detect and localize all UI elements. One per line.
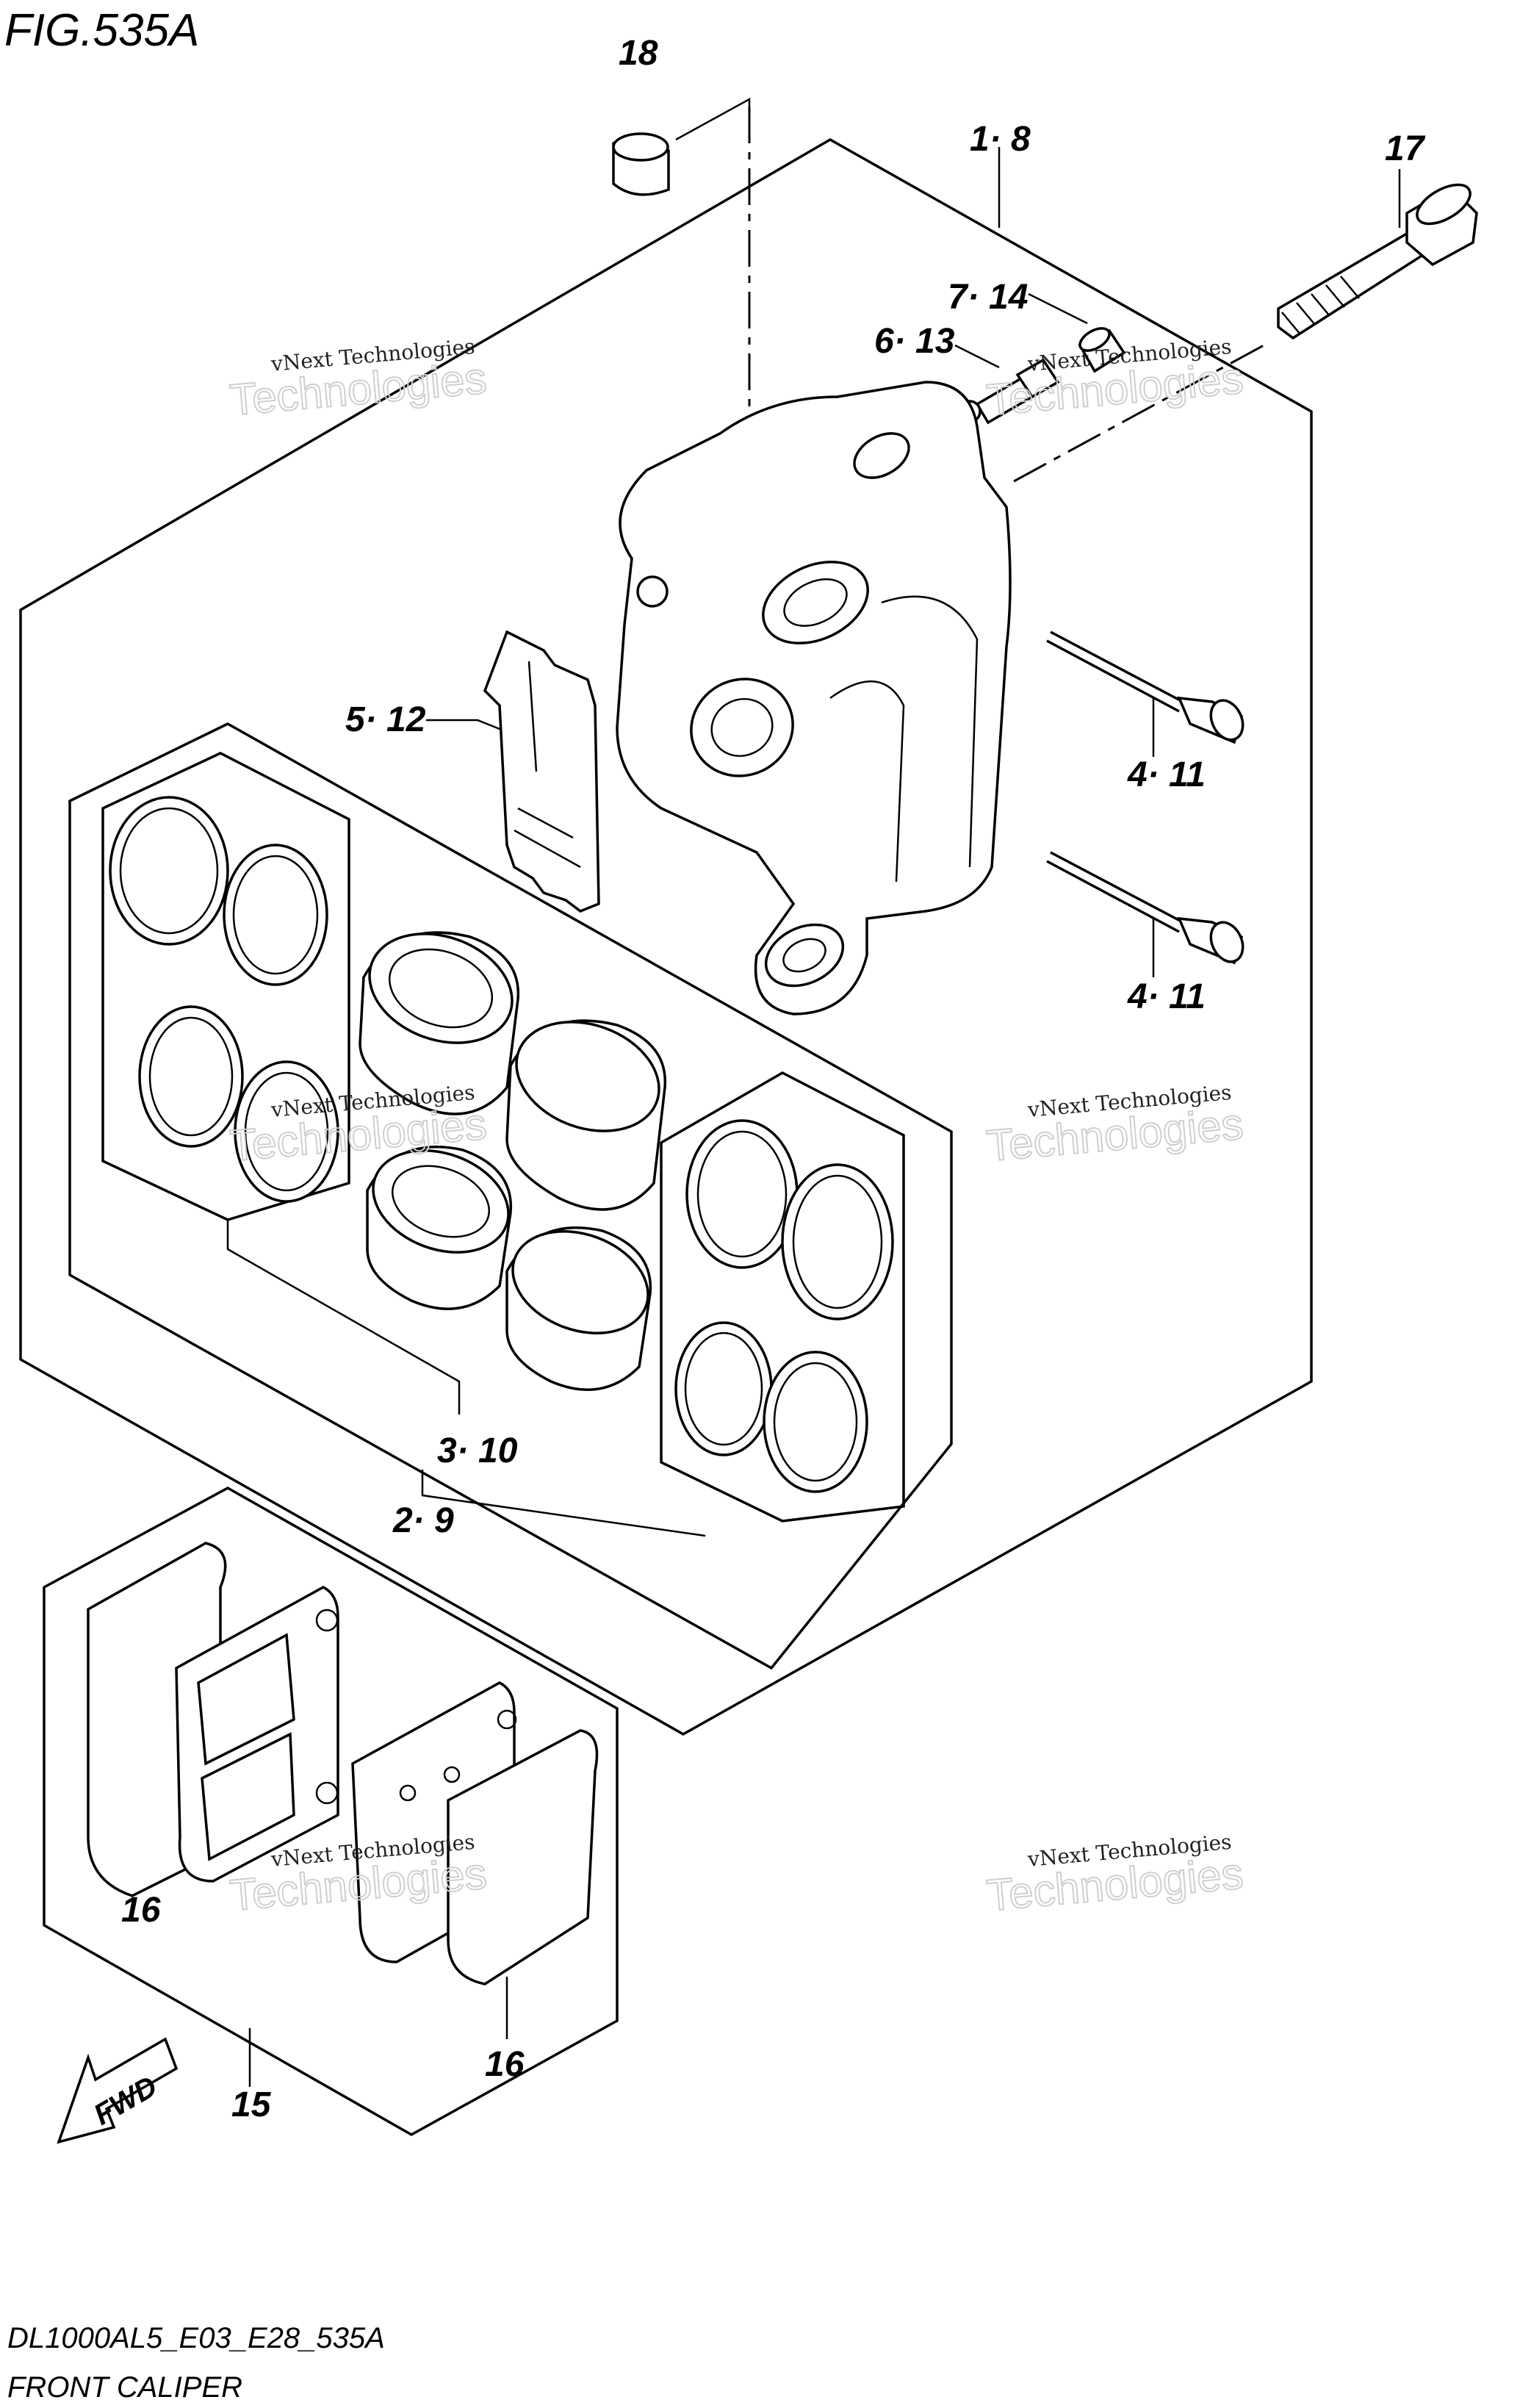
- caliper-body-part: [616, 381, 1012, 1016]
- seal-group-left-frame: [101, 752, 350, 1221]
- pad-pin-upper-part: [1046, 630, 1245, 744]
- seal-group-right-frame: [660, 1071, 905, 1523]
- model-code: DL1000AL5_E03_E28_535A: [7, 2322, 385, 2354]
- callout-17: 17: [1385, 129, 1426, 168]
- callout-4-11-lower: 4· 11: [1127, 977, 1206, 1016]
- watermark-4: vNext Technologies Technologies: [984, 1080, 1246, 1171]
- bleeder-valve-cap-part: [1078, 327, 1126, 373]
- leader-3-10: [226, 1220, 461, 1415]
- pistons-group: [359, 931, 667, 1391]
- figure-subtitle: FRONT CALIPER: [7, 2371, 242, 2404]
- svg-text:Technologies: Technologies: [984, 1099, 1245, 1171]
- piston-kit-frame: [68, 722, 953, 1670]
- callout-5-12: 5· 12: [345, 700, 426, 739]
- seals-left-group: [109, 796, 339, 1203]
- callout-6-13: 6· 13: [874, 322, 955, 361]
- pad-pin-lower-part: [1046, 851, 1245, 965]
- callout-16-left: 16: [121, 1891, 161, 1930]
- callout-16-right: 16: [485, 2045, 525, 2084]
- callout-2-9: 2· 9: [392, 1501, 454, 1540]
- centerline-17: [1013, 344, 1264, 483]
- pad-set-frame: [43, 1487, 619, 2137]
- watermark-1: vNext Technologies Technologies: [227, 334, 489, 425]
- svg-text:Technologies: Technologies: [984, 353, 1245, 425]
- leader-2-9: [421, 1470, 706, 1537]
- leader-7-14: [1028, 292, 1088, 325]
- watermark-2: vNext Technologies Technologies: [984, 334, 1246, 425]
- callout-1-8: 1· 8: [970, 120, 1031, 159]
- svg-text:Technologies: Technologies: [984, 1849, 1245, 1920]
- callout-3-10: 3· 10: [437, 1431, 518, 1470]
- callout-7-14: 7· 14: [948, 278, 1028, 317]
- leader-18: [675, 97, 751, 141]
- pad-spring-part: [483, 630, 600, 913]
- callout-15: 15: [231, 2085, 272, 2124]
- pad-right-part: [351, 1681, 599, 1985]
- leader-6-13: [954, 344, 1000, 369]
- figure-title: FIG.535A: [4, 5, 199, 56]
- caliper-assembly-frame: [19, 137, 1313, 1736]
- pad-left-part: [87, 1542, 339, 1897]
- forward-arrow: FWD: [57, 2037, 179, 2144]
- caliper-bolt-part: [1277, 183, 1478, 340]
- bleeder-cap-part: [612, 132, 670, 196]
- callout-18: 18: [619, 34, 658, 73]
- watermark-6: vNext Technologies Technologies: [984, 1830, 1246, 1921]
- callout-4-11-upper: 4· 11: [1127, 755, 1206, 794]
- seals-right-group: [674, 1119, 894, 1493]
